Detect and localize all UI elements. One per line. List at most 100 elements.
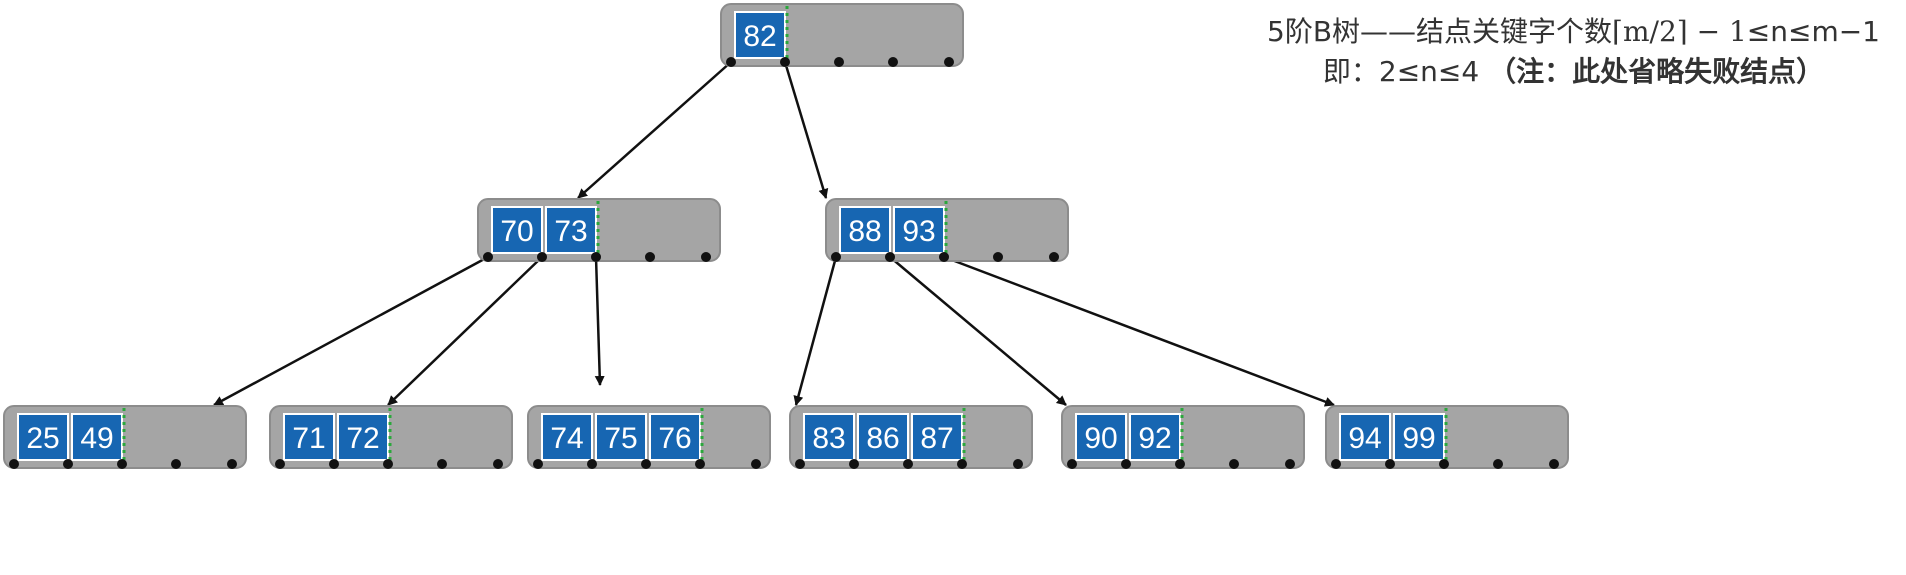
caption-line2-prefix: 即：2≤n≤4	[1322, 55, 1480, 88]
child-pointer	[493, 459, 503, 469]
caption-line-2: 即：2≤n≤4 （注：此处省略失败结点）	[1267, 52, 1880, 92]
key-box	[545, 206, 597, 254]
key-label: 83	[812, 422, 845, 455]
key-box	[17, 413, 69, 461]
key-box	[857, 413, 909, 461]
edges-layer	[213, 61, 1335, 407]
key-box	[1339, 413, 1391, 461]
edge-n1-l2	[387, 256, 543, 406]
child-pointer	[1285, 459, 1295, 469]
child-pointer	[888, 57, 898, 67]
key-label: 72	[346, 422, 379, 455]
key-label: 87	[920, 422, 953, 455]
child-pointer	[1067, 459, 1077, 469]
key-box	[1393, 413, 1445, 461]
btree-node-l4: 83 86 87	[789, 405, 1033, 469]
child-pointer	[939, 252, 949, 262]
key-label: 88	[848, 215, 881, 248]
key-box	[1129, 413, 1181, 461]
child-pointer	[1385, 459, 1395, 469]
key-label: 25	[26, 422, 59, 455]
key-label: 74	[550, 422, 583, 455]
child-pointer	[1229, 459, 1239, 469]
child-pointer	[701, 252, 711, 262]
child-pointer	[645, 252, 655, 262]
child-pointer	[227, 459, 237, 469]
caption-line1-formula: ⌈m/2⌉ − 1	[1612, 15, 1747, 48]
edge-n1-l1	[213, 255, 489, 407]
key-box	[491, 206, 543, 254]
edge-n1-l3	[594, 256, 605, 386]
caption-line-1: 5阶B树——结点关键字个数⌈m/2⌉ − 1≤n≤m−1	[1267, 12, 1880, 52]
key-label: 93	[902, 215, 935, 248]
key-box	[839, 206, 891, 254]
key-box	[595, 413, 647, 461]
key-box	[337, 413, 389, 461]
key-box	[893, 206, 945, 254]
child-pointer	[1175, 459, 1185, 469]
edge-n2-l5	[889, 256, 1067, 406]
child-pointer	[795, 459, 805, 469]
key-label: 75	[604, 422, 637, 455]
child-pointer	[695, 459, 705, 469]
child-pointer	[1049, 252, 1059, 262]
child-pointer	[171, 459, 181, 469]
key-label: 49	[80, 422, 113, 455]
child-pointer	[587, 459, 597, 469]
child-pointer	[117, 459, 127, 469]
caption-line1-prefix: 5阶B树——结点关键字个数	[1267, 15, 1613, 48]
caption-line2-note: （注：此处省略失败结点）	[1488, 55, 1825, 88]
key-label: 71	[292, 422, 325, 455]
child-pointer	[9, 459, 19, 469]
child-pointer	[1493, 459, 1503, 469]
caption-line1-suffix: ≤n≤m−1	[1746, 15, 1880, 48]
child-pointer	[383, 459, 393, 469]
key-box	[283, 413, 335, 461]
child-pointer	[533, 459, 543, 469]
child-pointer	[275, 459, 285, 469]
child-pointer	[903, 459, 913, 469]
key-label: 92	[1138, 422, 1171, 455]
key-box	[803, 413, 855, 461]
key-label: 73	[554, 215, 587, 248]
btree-node-l1: 25 49	[3, 405, 247, 469]
key-label: 99	[1402, 422, 1435, 455]
child-pointer	[1549, 459, 1559, 469]
child-pointer	[1331, 459, 1341, 469]
child-pointer	[1121, 459, 1131, 469]
child-pointer	[885, 252, 895, 262]
key-box	[541, 413, 593, 461]
btree-node-n1: 70 73	[477, 198, 721, 262]
btree-node-l6: 94 99	[1325, 405, 1569, 469]
key-label: 70	[500, 215, 533, 248]
child-pointer	[329, 459, 339, 469]
edge-n2-l6	[943, 255, 1335, 407]
btree-node-l2: 71 72	[269, 405, 513, 469]
key-box	[911, 413, 963, 461]
child-pointer	[780, 57, 790, 67]
child-pointer	[834, 57, 844, 67]
child-pointer	[483, 252, 493, 262]
child-pointer	[591, 252, 601, 262]
key-label: 90	[1084, 422, 1117, 455]
caption: 5阶B树——结点关键字个数⌈m/2⌉ − 1≤n≤m−1 即：2≤n≤4 （注：…	[1267, 12, 1880, 92]
child-pointer	[751, 459, 761, 469]
child-pointer	[437, 459, 447, 469]
child-pointer	[849, 459, 859, 469]
child-pointer	[957, 459, 967, 469]
edge-n2-l4	[793, 256, 838, 406]
child-pointer	[726, 57, 736, 67]
key-label: 94	[1348, 422, 1381, 455]
child-pointer	[993, 252, 1003, 262]
child-pointer	[537, 252, 547, 262]
key-label: 86	[866, 422, 899, 455]
btree-node-l5: 90 92	[1061, 405, 1305, 469]
child-pointer	[831, 252, 841, 262]
child-pointer	[944, 57, 954, 67]
child-pointer	[63, 459, 73, 469]
key-box	[734, 11, 786, 59]
edge-root-n2	[783, 61, 829, 199]
